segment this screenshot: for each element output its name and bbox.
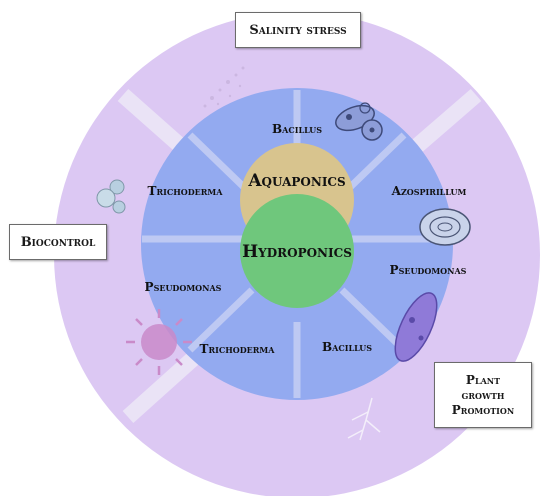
root-icon bbox=[347, 397, 381, 441]
salinity-stress-label: Salinity stress bbox=[235, 12, 361, 48]
microbe-label-pseudomonas-left: Pseudomonas bbox=[145, 280, 222, 294]
inner-divider-se bbox=[339, 287, 407, 353]
hydroponics-circle bbox=[240, 194, 354, 308]
hydroponics-label: Hydroponics bbox=[242, 242, 352, 262]
microbe-label-trichoderma-bottom: Trichoderma bbox=[200, 342, 276, 356]
outer-divider-ne bbox=[403, 88, 482, 160]
microbe-label-pseudomonas-right: Pseudomonas bbox=[390, 263, 467, 277]
bacteria-cluster-icon bbox=[335, 102, 383, 141]
soil-particles-icon bbox=[203, 66, 245, 108]
pathogen-spore-icon bbox=[96, 179, 126, 214]
outer-divider-sw bbox=[122, 350, 202, 423]
biocontrol-label: Biocontrol bbox=[9, 224, 107, 260]
microbe-label-trichoderma-top: Trichoderma bbox=[148, 184, 224, 198]
microbe-label-azospirillum: Azospirillum bbox=[391, 184, 467, 198]
microbe-label-bacillus-top: Bacillus bbox=[272, 122, 322, 136]
fungus-icon bbox=[419, 208, 471, 246]
inner-divider-nw bbox=[187, 132, 255, 198]
inner-divider-ne bbox=[339, 132, 407, 198]
virus-icon bbox=[126, 309, 192, 375]
aquaponics-label: Aquaponics bbox=[247, 171, 345, 191]
rod-bacterium-icon bbox=[394, 292, 438, 362]
inner-divider-sw bbox=[187, 287, 255, 353]
plant-growth-promotion-label: Plant growth Promotion bbox=[434, 362, 532, 428]
microbe-label-bacillus-bottom: Bacillus bbox=[322, 340, 372, 354]
